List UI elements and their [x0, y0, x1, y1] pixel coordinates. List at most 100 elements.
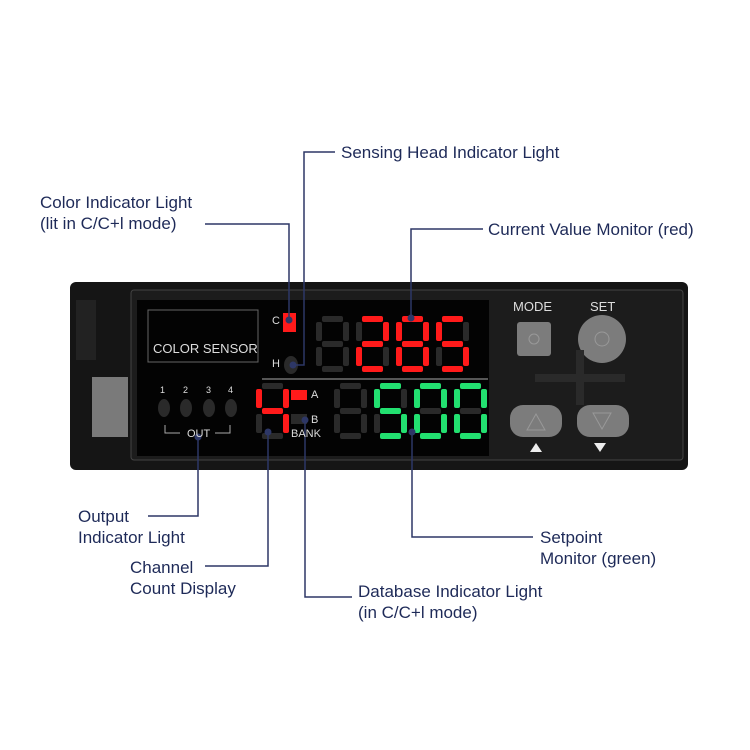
channel-digit-1-segment-b	[283, 389, 289, 408]
c-label: C	[272, 315, 280, 327]
label-database-2: (in C/C+l mode)	[358, 603, 478, 622]
setpoint-digit-3-segment-a	[420, 383, 441, 389]
current-value-digit-2-segment-a	[362, 316, 383, 322]
mode-button[interactable]	[517, 322, 551, 356]
current-value-digit-2-segment-g	[362, 341, 383, 347]
setpoint-digit-2-segment-b	[401, 389, 407, 408]
current-value-digit-1-segment-g	[322, 341, 343, 347]
setpoint-digit-2-segment-f	[374, 389, 380, 408]
output-light-2	[180, 399, 192, 417]
setpoint-digit-4-segment-c	[481, 414, 487, 433]
down-button[interactable]	[577, 405, 629, 437]
out-num-4: 4	[228, 385, 234, 395]
setpoint-digit-1-segment-g	[340, 408, 361, 414]
setpoint-digit-1-segment-c	[361, 414, 367, 433]
setpoint-digit-4-segment-f	[454, 389, 460, 408]
current-value-digit-1-segment-d	[322, 366, 343, 372]
current-value-digit-3-segment-g	[402, 341, 423, 347]
setpoint-digit-4-segment-g	[460, 408, 481, 414]
display-window	[137, 300, 489, 456]
label-color-2: (lit in C/C+l mode)	[40, 214, 177, 233]
current-value-digit-4-segment-c	[463, 347, 469, 366]
setpoint-digit-4-segment-a	[460, 383, 481, 389]
setpoint-digit-2-segment-e	[374, 414, 380, 433]
current-value-digit-4-segment-f	[436, 322, 442, 341]
set-label: SET	[590, 299, 616, 314]
output-light-3	[203, 399, 215, 417]
setpoint-digit-3-segment-f	[414, 389, 420, 408]
channel-digit-1-segment-c	[283, 414, 289, 433]
cross-decoration	[535, 350, 625, 405]
channel-digit-1-segment-g	[262, 408, 283, 414]
output-lights	[158, 399, 237, 434]
down-arrow-icon	[594, 443, 606, 452]
out-num-2: 2	[183, 385, 189, 395]
b-label: B	[311, 414, 319, 426]
label-channel-1: Channel	[130, 558, 194, 577]
label-setpoint-1: Setpoint	[540, 528, 603, 547]
current-value-digit-3-segment-d	[402, 366, 423, 372]
setpoint-digit-3-segment-e	[414, 414, 420, 433]
setpoint-digit-1-segment-f	[334, 389, 340, 408]
setpoint-digit-1-segment-d	[340, 433, 361, 439]
current-value-digit-1-segment-e	[316, 347, 322, 366]
current-value-digit-1-segment-f	[316, 322, 322, 341]
setpoint-digit-1-segment-e	[334, 414, 340, 433]
setpoint-digit-4-segment-d	[460, 433, 481, 439]
leader-lines	[148, 151, 533, 598]
current-value-digit-4-segment-e	[436, 347, 442, 366]
current-value-digit-4-segment-a	[442, 316, 463, 322]
bank-label: BANK	[291, 428, 321, 440]
setpoint-digit-2-segment-g	[380, 408, 401, 414]
setpoint-digit-1-segment-b	[361, 389, 367, 408]
setpoint-digit-3-segment-c	[441, 414, 447, 433]
channel-digit-1-segment-e	[256, 414, 262, 433]
h-label: H	[272, 358, 280, 370]
up-button[interactable]	[510, 405, 562, 437]
label-output-2: Indicator Light	[78, 528, 185, 547]
out-label: OUT	[187, 428, 211, 440]
setpoint-digit-1-segment-a	[340, 383, 361, 389]
label-output-1: Output	[78, 507, 130, 526]
current-value-digit-1-segment-c	[343, 347, 349, 366]
bank-a-light	[291, 390, 307, 400]
setpoint-digit-3-segment-b	[441, 389, 447, 408]
current-value-digit-4-segment-g	[442, 341, 463, 347]
device-name: COLOR SENSOR	[153, 341, 258, 356]
a-label: A	[311, 389, 319, 401]
current-value-digit-1-segment-b	[343, 322, 349, 341]
label-setpoint-2: Monitor (green)	[540, 549, 657, 568]
out-num-3: 3	[206, 385, 212, 395]
current-value-digit-2-segment-b	[383, 322, 389, 341]
bank-b-light	[291, 414, 307, 424]
current-value-digit-2-segment-c	[383, 347, 389, 366]
setpoint-digit-2-segment-c	[401, 414, 407, 433]
setpoint-digit-3-segment-d	[420, 433, 441, 439]
label-sensing-head: Sensing Head Indicator Light	[341, 143, 560, 162]
setpoint-digit-4-segment-e	[454, 414, 460, 433]
setpoint-digit-3-segment-g	[420, 408, 441, 414]
setpoint-digit-2-segment-d	[380, 433, 401, 439]
current-value-digit-3-segment-b	[423, 322, 429, 341]
up-arrow-icon	[530, 443, 542, 452]
output-light-4	[225, 399, 237, 417]
current-value-digit-4-segment-b	[463, 322, 469, 341]
set-button[interactable]	[578, 315, 626, 363]
label-database-1: Database Indicator Light	[358, 582, 543, 601]
current-value-digit-3-segment-e	[396, 347, 402, 366]
side-latch	[92, 377, 128, 437]
current-value-digit-3-segment-f	[396, 322, 402, 341]
mode-label: MODE	[513, 299, 552, 314]
current-value-digit-2-segment-e	[356, 347, 362, 366]
label-current-value: Current Value Monitor (red)	[488, 220, 694, 239]
label-color-1: Color Indicator Light	[40, 193, 193, 212]
name-plate	[147, 309, 259, 363]
setpoint-digit-2-segment-a	[380, 383, 401, 389]
current-value-digit-2-segment-f	[356, 322, 362, 341]
current-value-digit-3-segment-c	[423, 347, 429, 366]
current-value-digit-2-segment-d	[362, 366, 383, 372]
current-value-digit-1-segment-a	[322, 316, 343, 322]
setpoint-digit-4-segment-b	[481, 389, 487, 408]
label-channel-2: Count Display	[130, 579, 236, 598]
